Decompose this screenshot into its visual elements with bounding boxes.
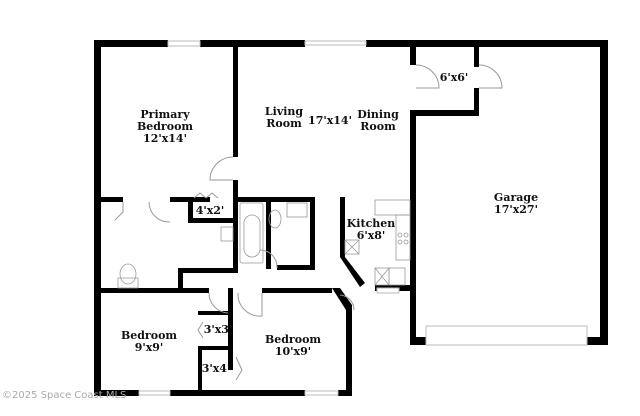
windows xyxy=(138,40,588,396)
fixtures xyxy=(117,199,411,289)
room-label-primary-bedroom: Primary Bedroom 12'x14' xyxy=(136,108,194,145)
room-label-closet-4x2: 4'x2' xyxy=(195,204,225,217)
room-label-closet-3x4: 3'x4' xyxy=(201,362,231,375)
copyright-watermark: ©2025 Space Coast MLS xyxy=(2,390,127,401)
room-label-closet-3x3: 3'x3' xyxy=(203,323,233,336)
room-label-closet-6x6: 6'x6' xyxy=(439,71,469,84)
room-label-bedroom-3: Bedroom 10'x9' xyxy=(264,333,322,358)
room-label-bedroom-2: Bedroom 9'x9' xyxy=(120,329,178,354)
walls xyxy=(94,40,608,396)
room-label-living-room: Living Room xyxy=(264,105,304,130)
room-dims-living-dining: 17'x14' xyxy=(308,114,352,127)
room-label-kitchen: Kitchen 6'x8' xyxy=(346,217,396,242)
doors xyxy=(114,64,503,381)
room-label-dining-room: Dining Room xyxy=(357,108,399,133)
room-label-garage: Garage 17'x27' xyxy=(493,191,539,216)
